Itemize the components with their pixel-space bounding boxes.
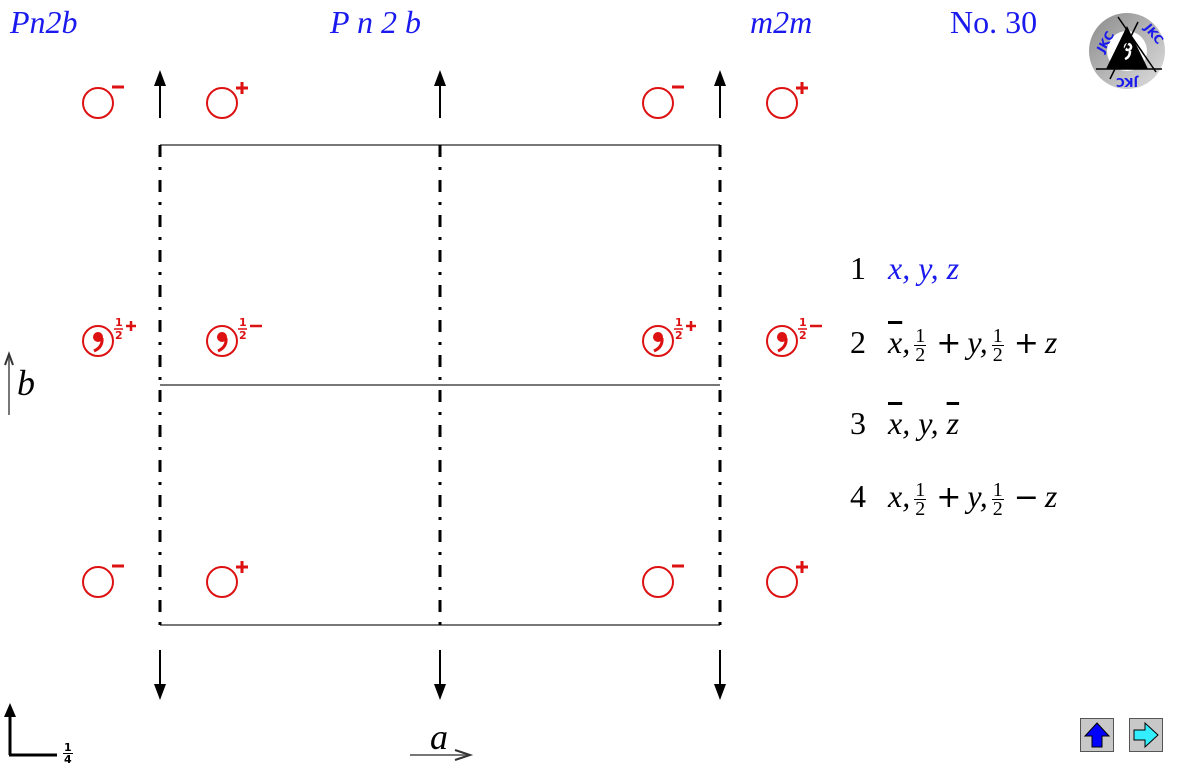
short-symbol: Pn2b xyxy=(10,4,78,40)
arrow-up-icon xyxy=(434,70,446,118)
twofold-axis-arrows xyxy=(154,70,726,700)
arrow-up-icon xyxy=(1083,722,1111,748)
arrow-right-icon xyxy=(1133,721,1159,749)
svg-text:1: 1 xyxy=(239,316,247,329)
position-comma-half-plus: 1 2 xyxy=(82,316,136,357)
position-circle-minus xyxy=(642,564,684,598)
point-group: m2m xyxy=(750,4,813,40)
svg-text:1: 1 xyxy=(115,316,123,329)
a-axis-label: a xyxy=(430,717,448,757)
full-symbol: P n 2 b xyxy=(330,4,421,40)
space-group-number: No. 30 xyxy=(950,4,1038,40)
position-circle-minus xyxy=(642,85,684,119)
position-comma-half-minus: 1 2 xyxy=(766,316,822,357)
svg-text:JKC: JKC xyxy=(1116,75,1139,89)
position-circle-plus xyxy=(766,561,808,598)
arrow-down-icon xyxy=(434,650,446,700)
svg-text:2: 2 xyxy=(799,329,807,342)
svg-text:1: 1 xyxy=(799,316,807,329)
arrow-down-icon xyxy=(154,650,166,700)
b-axis-arrow xyxy=(4,351,14,415)
position-circle-minus xyxy=(82,85,124,119)
position-circle-minus xyxy=(82,564,124,598)
next-button[interactable] xyxy=(1129,718,1163,752)
glide-planes xyxy=(158,145,722,625)
arrow-up-icon xyxy=(714,70,726,118)
arrow-up-icon xyxy=(154,70,166,118)
svg-text:2: 2 xyxy=(239,329,247,342)
equivalent-positions xyxy=(82,82,808,598)
position-comma-half-minus: 1 2 xyxy=(206,316,262,357)
height-marker-label: 1 4 xyxy=(63,741,73,766)
svg-text:2: 2 xyxy=(675,329,683,342)
svg-text:1: 1 xyxy=(675,316,683,329)
arrow-down-icon xyxy=(714,650,726,700)
position-circle-plus xyxy=(206,82,248,119)
b-axis-label: b xyxy=(17,363,35,403)
position-comma-half-plus: 1 2 xyxy=(642,316,696,357)
height-marker-icon xyxy=(4,703,57,757)
position-circle-plus xyxy=(206,561,248,598)
jkc-logo-icon: JKC JKC JKC xyxy=(1088,12,1166,90)
svg-text:2: 2 xyxy=(115,329,123,342)
up-button[interactable] xyxy=(1080,718,1114,752)
a-axis-arrow xyxy=(410,749,474,761)
position-circle-plus xyxy=(766,82,808,119)
equivalent-positions-comma: 1 2 1 2 1 2 1 xyxy=(82,316,822,357)
